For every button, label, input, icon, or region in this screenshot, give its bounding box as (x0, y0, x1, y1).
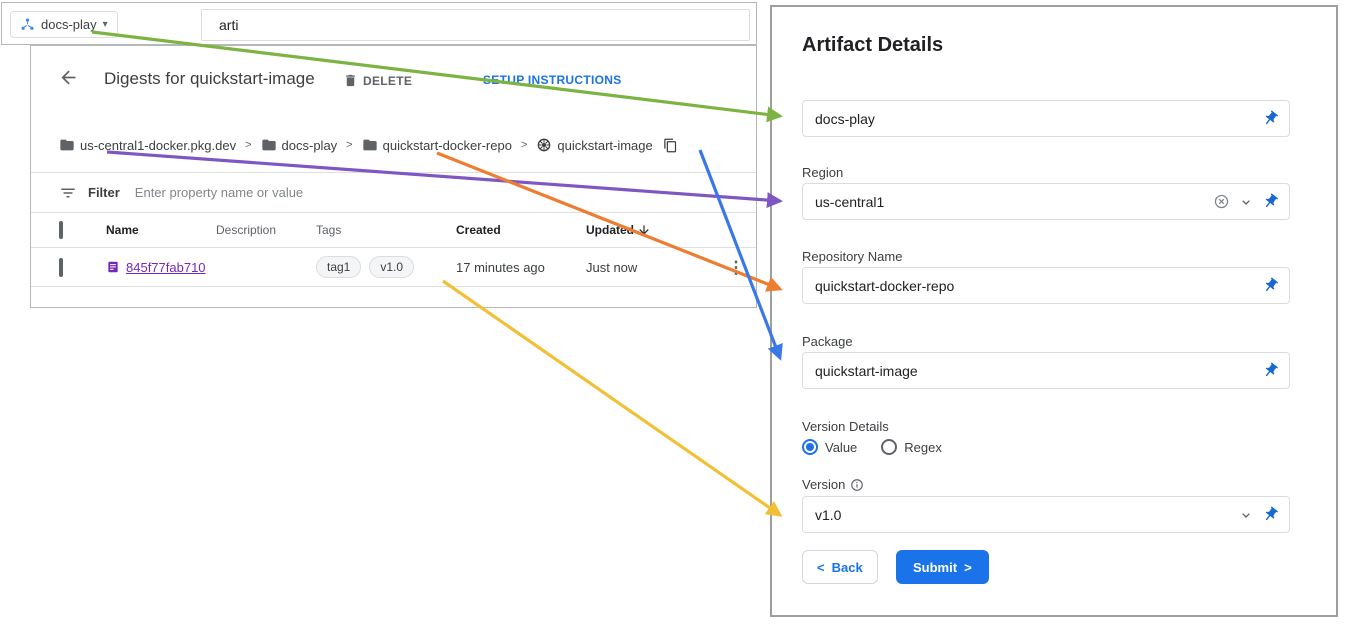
breadcrumb-item-repository[interactable]: quickstart-docker-repo (362, 137, 512, 153)
clear-icon[interactable] (1213, 193, 1230, 210)
setup-instructions-button[interactable]: SETUP INSTRUCTIONS (483, 73, 622, 87)
package-field-value: quickstart-image (815, 362, 918, 379)
column-header-created[interactable]: Created (456, 223, 501, 237)
digest-icon (108, 261, 118, 273)
page-title: Digests for quickstart-image (104, 69, 315, 88)
submit-chevron-icon: > (964, 559, 972, 575)
breadcrumb-label: docs-play (281, 137, 338, 153)
row-checkbox[interactable] (59, 257, 63, 277)
tag-pill[interactable]: tag1 (316, 256, 362, 278)
cell-updated: Just now (586, 259, 638, 275)
project-name: docs-play (41, 17, 97, 32)
filter-placeholder: Enter property name or value (134, 185, 304, 200)
cell-tags: tag1 v1.0 (316, 256, 456, 278)
delete-label: DELETE (363, 73, 413, 88)
pin-icon[interactable] (1259, 359, 1283, 383)
filter-label: Filter (88, 185, 120, 200)
back-icon[interactable] (58, 67, 79, 88)
row-menu-icon[interactable]: ⋮ (727, 257, 745, 277)
folder-icon (60, 139, 74, 151)
column-header-description: Description (216, 223, 277, 237)
region-field[interactable]: us-central1 (802, 183, 1290, 220)
copy-icon[interactable] (663, 138, 678, 153)
version-details-label: Version Details (802, 419, 889, 434)
breadcrumb-separator: > (245, 139, 252, 151)
repository-field-value: quickstart-docker-repo (815, 277, 955, 294)
trash-icon (346, 74, 355, 87)
column-header-tags: Tags (316, 223, 342, 237)
radio-value-label: Value (825, 439, 858, 455)
version-field-value: v1.0 (815, 506, 842, 523)
back-button[interactable]: < Back (802, 550, 878, 584)
chevron-down-icon[interactable] (1238, 194, 1254, 210)
tag-pill[interactable]: v1.0 (369, 256, 415, 278)
package-label: Package (802, 334, 853, 349)
version-label: Version (802, 477, 864, 492)
pin-icon[interactable] (1259, 190, 1283, 214)
region-field-value: us-central1 (815, 193, 885, 210)
search-input[interactable] (201, 9, 750, 41)
project-icon (21, 18, 34, 30)
region-label: Region (802, 165, 844, 180)
pin-icon[interactable] (1259, 107, 1283, 131)
breadcrumb-item-registry[interactable]: us-central1-docker.pkg.dev (59, 137, 236, 153)
version-label-text: Version (802, 477, 846, 492)
dropdown-arrow-icon: ▾ (102, 19, 108, 30)
digests-panel: Digests for quickstart-image DELETE SETU… (30, 45, 757, 308)
info-icon[interactable] (850, 478, 864, 492)
column-header-updated[interactable]: Updated (586, 223, 696, 237)
repository-label: Repository Name (802, 249, 903, 264)
breadcrumb: us-central1-docker.pkg.dev > docs-play >… (59, 135, 678, 155)
submit-button-label: Submit (913, 559, 958, 575)
project-field[interactable]: docs-play (802, 100, 1290, 137)
repository-field[interactable]: quickstart-docker-repo (802, 267, 1290, 304)
breadcrumb-item-project[interactable]: docs-play (261, 137, 338, 153)
filter-bar[interactable]: Filter Enter property name or value (31, 173, 756, 213)
form-title: Artifact Details (802, 34, 944, 56)
breadcrumb-separator: > (520, 139, 528, 151)
project-field-value: docs-play (815, 110, 875, 127)
version-details-radio-group: Value Regex (802, 439, 942, 455)
breadcrumb-label: us-central1-docker.pkg.dev (80, 137, 237, 153)
breadcrumb-label: quickstart-image (557, 137, 653, 153)
delete-button[interactable]: DELETE (343, 73, 412, 88)
radio-regex-label: Regex (904, 439, 942, 455)
arrow-version-to-field (442, 279, 783, 517)
select-all-checkbox[interactable] (59, 221, 63, 239)
radio-selected-icon[interactable] (802, 439, 818, 455)
column-header-name[interactable]: Name (106, 223, 139, 237)
table-row: 845f77fab710 tag1 v1.0 17 minutes ago Ju… (31, 248, 756, 287)
breadcrumb-item-package[interactable]: quickstart-image (536, 137, 653, 153)
table-header-row: Name Description Tags Created Updated (31, 213, 756, 248)
chevron-down-icon[interactable] (1238, 507, 1254, 523)
radio-option-regex[interactable]: Regex (881, 439, 942, 455)
column-header-updated-label: Updated (586, 223, 634, 237)
breadcrumb-label: quickstart-docker-repo (382, 137, 512, 153)
radio-option-value[interactable]: Value (802, 439, 857, 455)
pin-icon[interactable] (1259, 503, 1283, 527)
artifact-details-panel: Artifact Details docs-play Region us-cen… (770, 5, 1338, 617)
version-field[interactable]: v1.0 (802, 496, 1290, 533)
digest-link[interactable]: 845f77fab710 (126, 259, 206, 275)
console-topbar: docs-play ▾ (1, 2, 757, 45)
package-field[interactable]: quickstart-image (802, 352, 1290, 389)
folder-icon (362, 139, 377, 151)
folder-icon (261, 139, 276, 151)
project-selector[interactable]: docs-play ▾ (10, 11, 118, 38)
radio-unselected-icon[interactable] (881, 439, 898, 455)
filter-icon (61, 188, 75, 197)
container-image-icon (538, 138, 551, 152)
breadcrumb-separator: > (346, 139, 353, 151)
sort-descending-icon (639, 225, 649, 235)
back-chevron-icon: < (817, 559, 825, 575)
cell-created: 17 minutes ago (456, 259, 545, 275)
pin-icon[interactable] (1259, 274, 1283, 298)
back-button-label: Back (831, 559, 863, 575)
submit-button[interactable]: Submit > (896, 550, 989, 584)
